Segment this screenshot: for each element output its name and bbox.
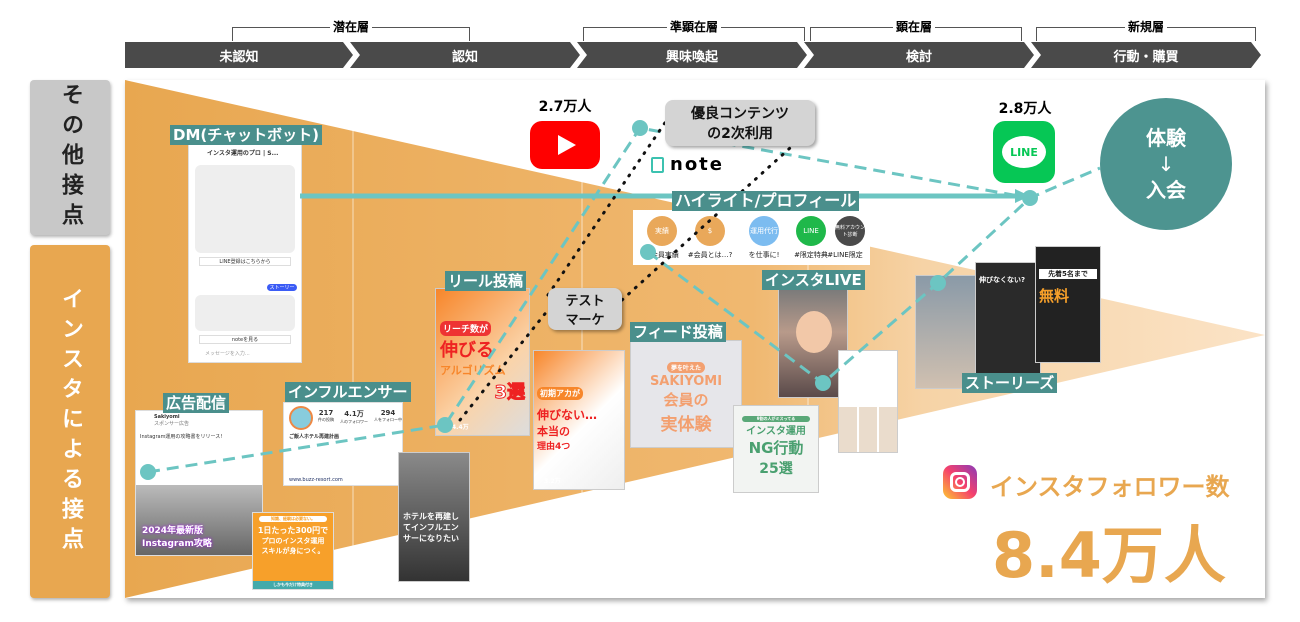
- stage-unaware: 未認知: [125, 42, 353, 68]
- highlight-circle[interactable]: 運用代行: [749, 216, 779, 246]
- side-label-insta: インスタによる接点: [30, 245, 110, 598]
- tag-live: インスタLIVE: [762, 270, 865, 290]
- goal-circle: 体験 ↓ 入会: [1100, 98, 1232, 230]
- tag-influencer: インフルエンサー: [285, 382, 411, 402]
- stage-consider: 検討: [804, 42, 1034, 68]
- ad-video[interactable]: 2024年最新版 Instagram攻略: [136, 485, 262, 555]
- ad-sponsor: スポンサー広告: [154, 421, 190, 427]
- reuse-line1: 優良コンテンツ: [691, 106, 789, 122]
- story-thumbnail[interactable]: [915, 275, 983, 389]
- ad-banner-line: スキルが身につく。: [261, 547, 325, 555]
- layer-label: 準顕在層: [666, 18, 722, 35]
- dm-chat-title: インスタ運用のプロ | S...: [207, 150, 279, 157]
- note-logo[interactable]: note: [651, 154, 724, 175]
- note-label: note: [670, 154, 724, 175]
- instagram-icon: [943, 465, 977, 499]
- reel-thumbnail[interactable]: 初期アカが 伸びない… 本当の 理由4つ 3.2万: [533, 350, 625, 490]
- ad-card: Sakiyomi スポンサー広告 Instagram運用の攻略書をリリース! 2…: [135, 410, 263, 556]
- ad-text: Instagram運用の攻略書をリリース!: [140, 434, 223, 440]
- ad-banner-line: 1日たった300円で: [257, 526, 329, 535]
- layer-label: 潜在層: [329, 18, 373, 35]
- influencer-video[interactable]: ホテルを再建してインフルエンサーになりたい: [398, 452, 470, 582]
- test-marketing-box: テスト マーケ: [548, 288, 622, 330]
- influencer-name: ご飯人ホテル再建計画: [289, 434, 340, 440]
- reuse-line2: の2次利用: [707, 126, 773, 142]
- dm-line-button[interactable]: LINE登録はこちらから: [199, 257, 291, 266]
- highlight-circle[interactable]: $: [695, 216, 725, 246]
- highlight-circle[interactable]: LINE: [796, 216, 826, 246]
- youtube-count: 2.7万人: [538, 99, 592, 115]
- highlight-circle[interactable]: 実績: [647, 216, 677, 246]
- ng-thumbnail[interactable]: 9割の人がミスってる インスタ運用 NG行動 25選: [733, 405, 819, 493]
- tag-feed: フィード投稿: [630, 322, 726, 342]
- influencer-url[interactable]: www.buzz-resort.com: [289, 477, 343, 483]
- story-thumbnail[interactable]: 先着5名まで 無料: [1035, 246, 1101, 363]
- highlight-card: 実績 #会員実績 $ #会員とは…? 運用代行 を仕事に! LINE #限定特典…: [633, 210, 870, 265]
- test-line2: マーケ: [565, 313, 605, 328]
- dm-sent-bubble: ストーリー: [267, 284, 297, 291]
- ad-banner-line: プロのインスタ運用: [261, 537, 325, 545]
- highlight-caption: を仕事に!: [748, 251, 780, 259]
- influencer-stat: 4.1万人のフォロワー: [340, 410, 368, 424]
- goal-arrow: ↓: [1157, 152, 1175, 176]
- highlight-caption: #会員実績: [645, 251, 679, 259]
- dm-note-button[interactable]: noteを見る: [199, 335, 291, 344]
- follower-count: 8.4万人: [992, 519, 1226, 592]
- note-icon: [651, 156, 664, 173]
- ad-banner-line: しかも今だけ特典付き: [253, 581, 333, 589]
- goal-trial: 体験: [1146, 126, 1186, 150]
- profile-thumbnail[interactable]: [838, 350, 898, 453]
- tag-highlight-profile: ハイライト/プロフィール: [672, 191, 860, 211]
- line-icon-label: LINE: [1002, 136, 1046, 168]
- layer-label: 顕在層: [892, 18, 936, 35]
- youtube-icon[interactable]: [530, 121, 600, 169]
- tag-dm: DM(チャットボット): [170, 125, 322, 145]
- reuse-content-box: 優良コンテンツ の2次利用: [665, 100, 815, 146]
- influencer-avatar: [289, 406, 313, 430]
- tag-ad: 広告配信: [163, 393, 230, 413]
- dm-chat-screenshot: インスタ運用のプロ | S... LINE登録はこちらから ストーリー note…: [188, 143, 302, 363]
- stage-action: 行動・購買: [1031, 42, 1261, 68]
- line-icon[interactable]: LINE: [993, 121, 1055, 183]
- follower-label: インスタフォロワー数: [990, 473, 1230, 501]
- stage-aware: 認知: [350, 42, 580, 68]
- live-face: [796, 311, 832, 353]
- goal-join: 入会: [1146, 178, 1186, 202]
- feed-thumbnail[interactable]: 夢を叶えた SAKIYOMI 会員の 実体験: [630, 340, 742, 448]
- line-count: 2.8万人: [998, 101, 1052, 117]
- ad-banner: 知識、経験は必要ない。 1日たった300円で プロのインスタ運用 スキルが身につ…: [252, 512, 334, 590]
- layer-label: 新規層: [1124, 18, 1168, 35]
- highlight-circle[interactable]: 無料アカウント診断: [835, 216, 865, 246]
- highlight-caption: #会員とは…?: [687, 251, 733, 259]
- side-label-other: その他接点: [30, 80, 110, 235]
- story-thumbnail[interactable]: 伸びなくない?: [975, 262, 1041, 376]
- ad-banner-line: 知識、経験は必要ない。: [259, 516, 327, 522]
- stage-interest: 興味喚起: [577, 42, 807, 68]
- reel-thumbnail[interactable]: リーチ数が 伸びる アルゴリズム 3選 4.4万: [435, 288, 530, 436]
- tag-reel: リール投稿: [445, 271, 527, 291]
- highlight-caption: #LINE限定: [827, 251, 863, 259]
- tag-stories: ストーリーズ: [962, 373, 1058, 393]
- dm-message-input[interactable]: メッセージを入力...: [205, 351, 250, 357]
- test-line1: テスト: [565, 294, 605, 309]
